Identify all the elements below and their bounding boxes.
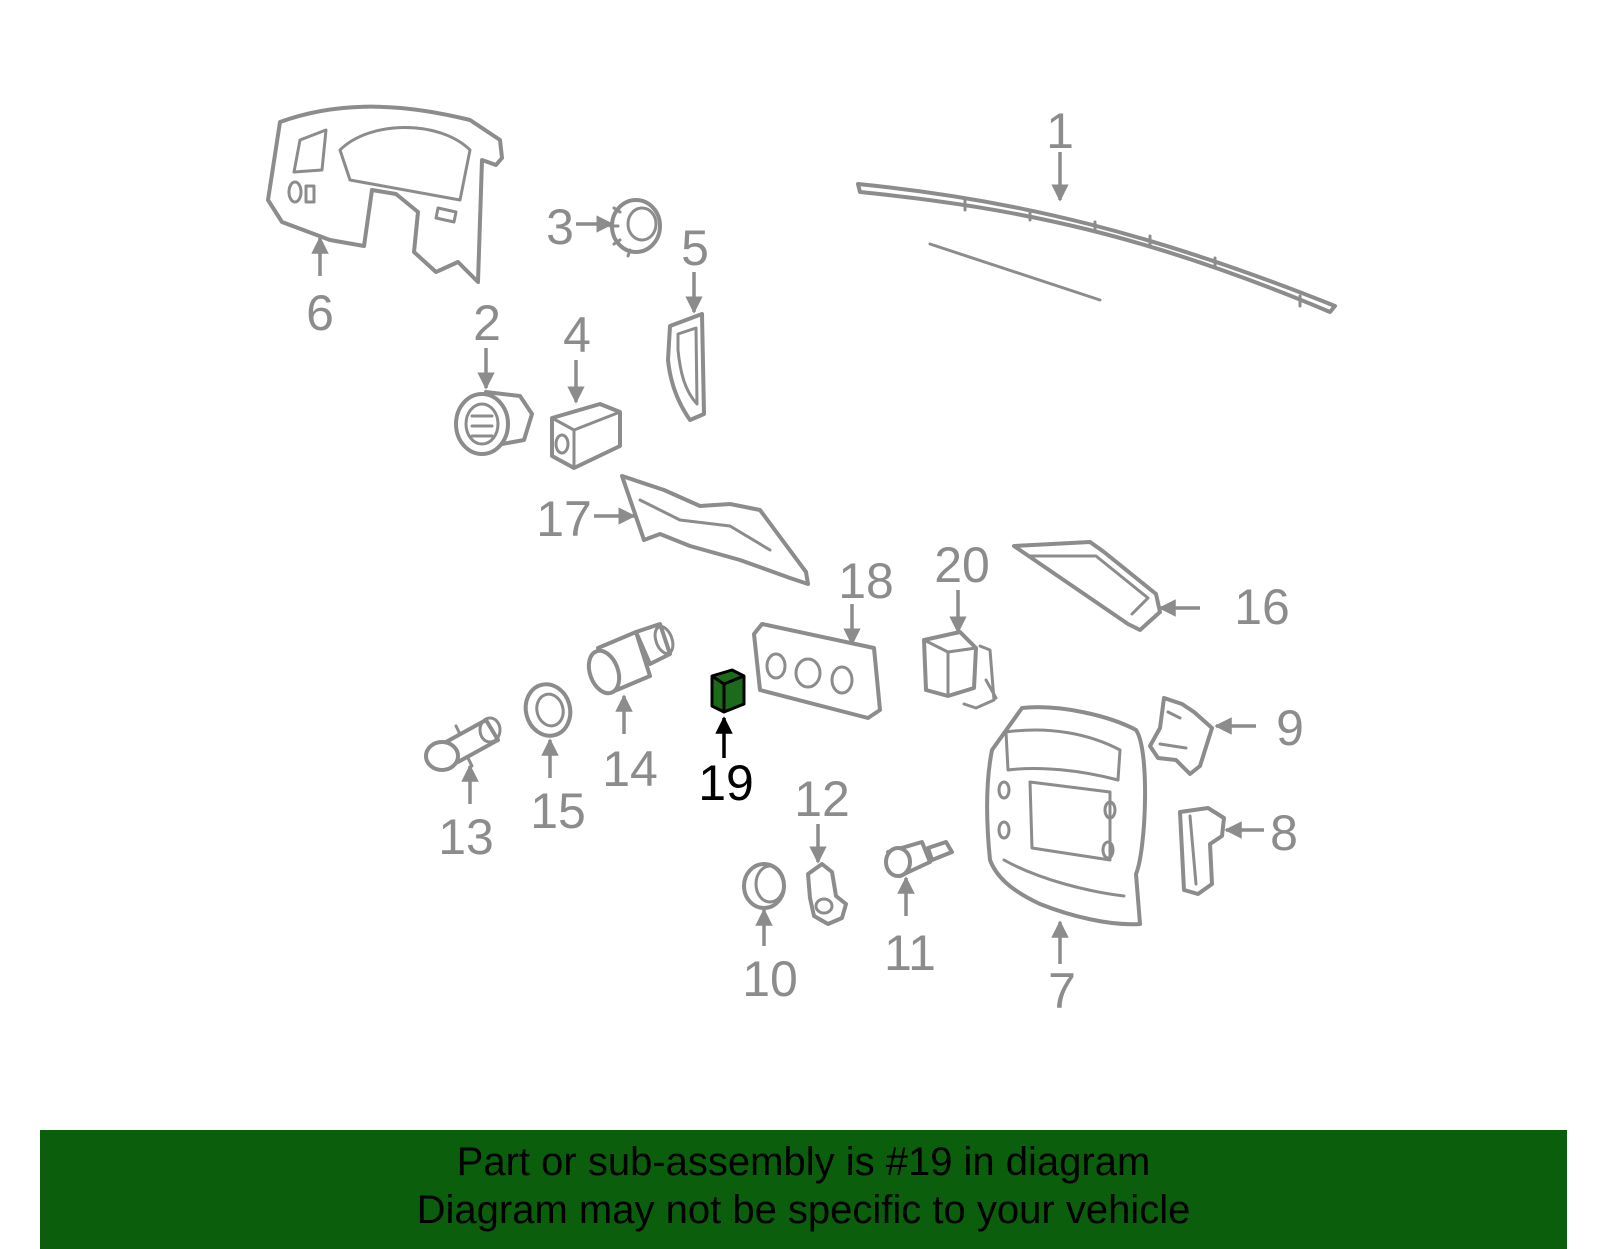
callout-16: 16 bbox=[1158, 579, 1290, 635]
callout-8-label: 8 bbox=[1270, 805, 1298, 861]
callout-17-label: 17 bbox=[536, 491, 592, 547]
callout-16-label: 16 bbox=[1234, 579, 1290, 635]
callout-2-label: 2 bbox=[473, 295, 501, 351]
part-7-center-bezel bbox=[985, 705, 1148, 927]
part-3-knob bbox=[608, 198, 662, 258]
callout-3: 3 bbox=[546, 199, 614, 255]
callout-1-label: 1 bbox=[1046, 103, 1074, 159]
callout-4: 4 bbox=[563, 307, 591, 404]
callout-10-label: 10 bbox=[742, 951, 798, 1007]
callout-7-label: 7 bbox=[1048, 963, 1076, 1019]
callout-6-label: 6 bbox=[306, 285, 334, 341]
banner-part-info-text: Part or sub-assembly is #19 in diagram bbox=[456, 1140, 1151, 1184]
part-info-banner: Part or sub-assembly is #19 in diagram D… bbox=[40, 1130, 1567, 1249]
callout-11: 11 bbox=[884, 876, 936, 981]
callout-20: 20 bbox=[934, 537, 990, 634]
callout-3-label: 3 bbox=[546, 199, 574, 255]
part-18-control-panel bbox=[752, 622, 882, 720]
callout-15-label: 15 bbox=[530, 783, 586, 839]
part-8-bracket bbox=[1178, 806, 1226, 896]
part-13-socket bbox=[424, 716, 502, 772]
part-15-lighter-ring bbox=[523, 682, 573, 738]
callout-6: 6 bbox=[306, 236, 334, 341]
callout-19: 19 bbox=[698, 716, 754, 811]
part-17-lower-panel bbox=[620, 474, 810, 586]
callout-7: 7 bbox=[1048, 920, 1076, 1019]
callout-18-label: 18 bbox=[838, 553, 894, 609]
part-14-lighter-element bbox=[586, 622, 675, 696]
part-1-dash-trim-strip bbox=[856, 182, 1337, 314]
callout-11-label: 11 bbox=[884, 925, 936, 981]
callout-10: 10 bbox=[742, 908, 798, 1007]
part-10-cap bbox=[742, 862, 786, 910]
part-9-clip bbox=[1148, 696, 1214, 776]
callout-8: 8 bbox=[1224, 805, 1298, 861]
callout-5: 5 bbox=[681, 220, 709, 314]
part-11-bulb-socket bbox=[884, 840, 954, 878]
callout-14: 14 bbox=[602, 694, 658, 797]
callout-4-label: 4 bbox=[563, 307, 591, 363]
callout-13-label: 13 bbox=[438, 809, 494, 865]
callout-19-label: 19 bbox=[698, 755, 754, 811]
banner-disclaimer-text: Diagram may not be specific to your vehi… bbox=[416, 1188, 1191, 1232]
part-16-glove-box bbox=[1012, 540, 1162, 632]
callout-12-label: 12 bbox=[794, 771, 850, 827]
callout-20-label: 20 bbox=[934, 537, 990, 593]
part-12-clip bbox=[806, 862, 848, 926]
callout-9-label: 9 bbox=[1276, 700, 1304, 756]
callout-2: 2 bbox=[473, 295, 501, 390]
callout-13: 13 bbox=[438, 764, 494, 865]
part-5-vent-trim bbox=[666, 312, 706, 422]
callout-18: 18 bbox=[838, 553, 894, 646]
part-4-switch-block bbox=[550, 402, 622, 470]
callout-17: 17 bbox=[536, 491, 636, 547]
callout-1: 1 bbox=[1046, 103, 1074, 202]
part-2-headlamp-switch bbox=[454, 390, 534, 456]
part-19-highlighted bbox=[710, 668, 746, 714]
callout-5-label: 5 bbox=[681, 220, 709, 276]
callout-15: 15 bbox=[530, 738, 586, 839]
callout-12: 12 bbox=[794, 771, 850, 864]
callout-14-label: 14 bbox=[602, 741, 658, 797]
part-20-bracket bbox=[922, 630, 998, 710]
part-6-cluster-bezel bbox=[266, 104, 504, 284]
callout-9: 9 bbox=[1214, 700, 1304, 756]
parts-diagram: 1 6 3 5 2 bbox=[266, 103, 1337, 1019]
